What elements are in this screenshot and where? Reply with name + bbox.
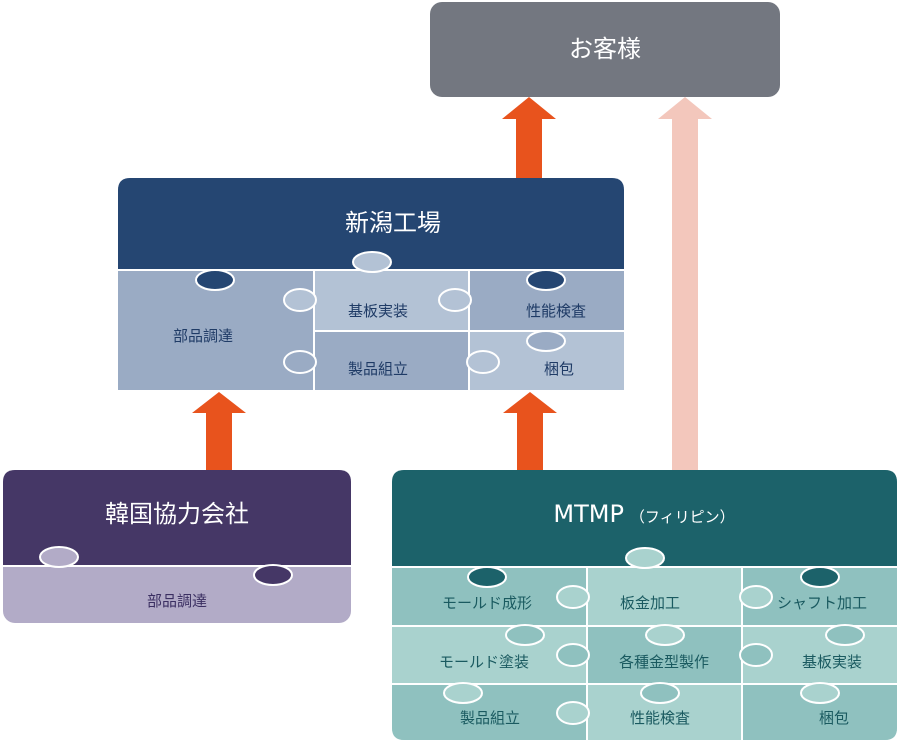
mtmp-tile-assembly [392,684,587,740]
arrow-niigata-to-customer [502,97,556,178]
korea-cell-parts-procurement: 部品調達 [147,592,207,610]
niigata-header [118,178,624,270]
niigata-cell-performance-test: 性能検査 [526,302,586,320]
niigata-factory: 新潟工場 部品調達 基板実装 性能検査 製品組立 梱包 [118,178,624,390]
arrow-korea-to-niigata [192,392,246,470]
mtmp-tile-sheet-metal [587,567,742,626]
mtmp-cell-die-making: 各種金型製作 [619,653,709,671]
korea-puzzle-knobs [39,546,293,586]
arrow-mtmp-to-niigata [503,392,557,470]
korea-partner: 韓国協力会社 部品調達 [3,470,351,623]
mtmp-cell-performance-test: 性能検査 [630,709,690,727]
niigata-puzzle-knobs [195,251,566,374]
mtmp-title: MTMP （フィリピン） [553,500,734,528]
mtmp-cell-shaft-machining: シャフト加工 [777,594,867,612]
niigata-cell-board-mounting: 基板実装 [348,302,408,320]
mtmp-cell-mold-painting: モールド塗装 [439,653,529,671]
niigata-tile-assembly [314,331,469,390]
niigata-cell-product-assembly: 製品組立 [348,360,408,378]
arrows [192,97,712,470]
mtmp-cell-mold-forming: モールド成形 [442,594,532,612]
mtmp-cell-product-assembly: 製品組立 [460,709,520,727]
mtmp-header [392,470,897,567]
mtmp-cell-sheet-metal: 板金加工 [620,594,680,612]
korea-title: 韓国協力会社 [105,500,249,528]
niigata-title: 新潟工場 [345,209,441,237]
mtmp-tile-packing [742,684,897,740]
mtmp-title-suffix: （フィリピン） [630,508,735,526]
mtmp-cell-packing: 梱包 [819,709,849,727]
mtmp-tile-mold-painting [392,626,587,684]
korea-header [3,470,351,566]
customer-label: お客様 [569,35,641,63]
mtmp-factory: MTMP （フィリピン） モールド成形 板金加工 シャフト加工 モールド塗装 各種… [392,470,897,740]
niigata-cell-packing: 梱包 [544,360,574,378]
mtmp-cell-board-mounting: 基板実装 [802,653,862,671]
customer-box: お客様 [430,2,780,97]
niigata-cell-parts-procurement: 部品調達 [173,327,233,345]
mtmp-title-main: MTMP [553,500,624,528]
arrow-mtmp-to-customer [658,97,712,470]
mtmp-puzzle-knobs [443,547,865,725]
